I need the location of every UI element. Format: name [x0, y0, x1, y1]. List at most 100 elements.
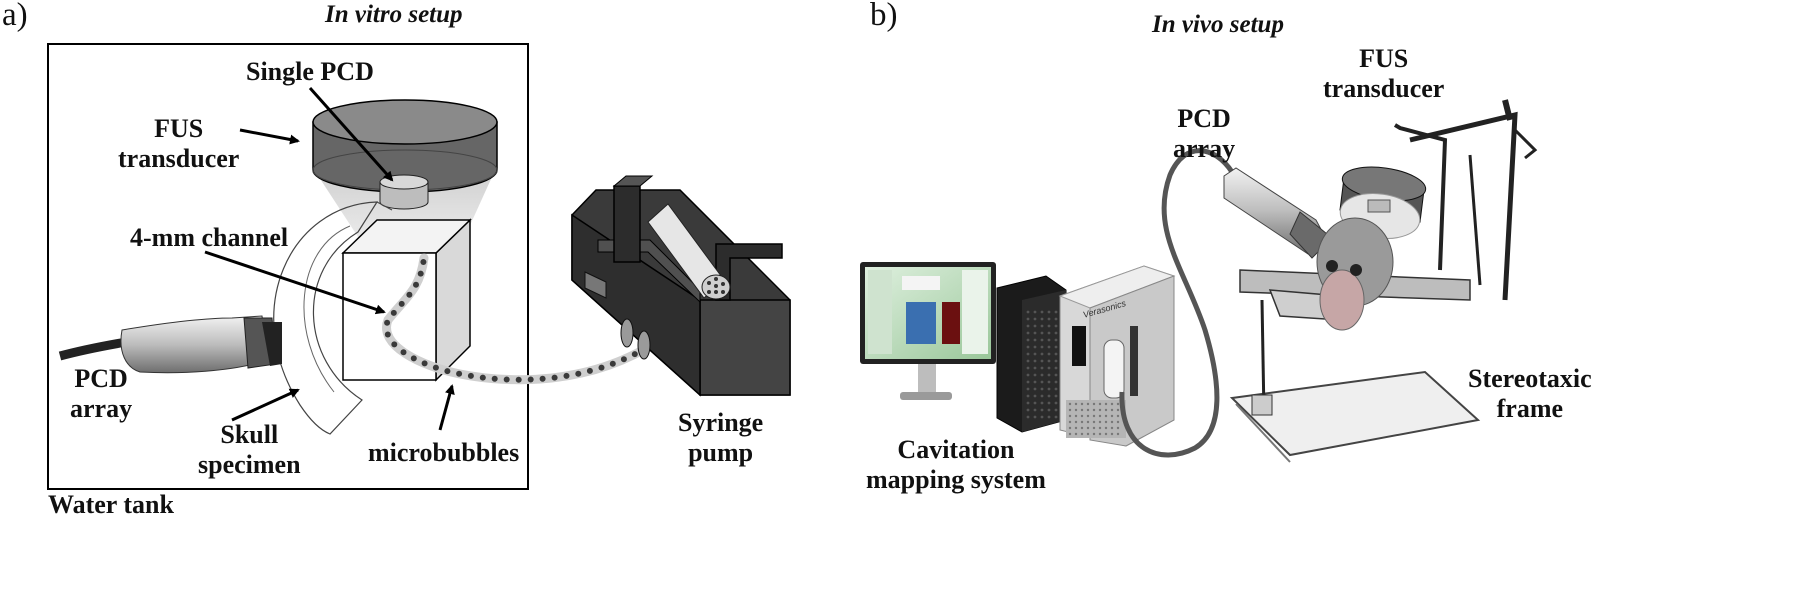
grille-hole	[1092, 420, 1096, 424]
panel-a-artwork	[47, 43, 791, 490]
label-line: transducer	[118, 144, 240, 173]
label-pcd-array-a: PCD array	[70, 364, 132, 424]
panel-a-letter: a)	[2, 0, 28, 33]
grille-hole	[1033, 415, 1037, 419]
panel-b-title: In vivo setup	[1152, 11, 1284, 38]
grille-hole	[1026, 408, 1030, 412]
water-tank-box	[47, 43, 529, 490]
microbubble	[390, 309, 397, 316]
grille-hole	[1080, 402, 1084, 406]
verasonics-scanner: Verasonics	[1058, 265, 1176, 447]
microbubble	[432, 364, 439, 371]
grille-hole	[1104, 408, 1108, 412]
subject-head	[1316, 217, 1394, 331]
grille-hole	[1026, 324, 1030, 328]
grille-hole	[1040, 387, 1044, 391]
grille-hole	[1092, 414, 1096, 418]
grille-hole	[1033, 366, 1037, 370]
grille-hole	[1047, 352, 1051, 356]
grille-hole	[1033, 408, 1037, 412]
grille-hole	[1054, 352, 1058, 356]
grille-hole	[1040, 373, 1044, 377]
grille-hole	[1040, 415, 1044, 419]
label-syringe-pump: Syringe pump	[678, 408, 763, 468]
panel-b-letter: b)	[870, 0, 898, 33]
grille-hole	[1033, 387, 1037, 391]
grille-hole	[1098, 408, 1102, 412]
microbubble	[598, 364, 605, 371]
grille-hole	[1080, 408, 1084, 412]
grille-hole	[1104, 432, 1108, 436]
grille-hole	[1026, 373, 1030, 377]
grille-hole	[1080, 432, 1084, 436]
grille-hole	[1033, 352, 1037, 356]
grille-hole	[1040, 401, 1044, 405]
grille-hole	[1116, 408, 1120, 412]
label-water-tank: Water tank	[48, 490, 174, 519]
microbubble	[444, 368, 451, 375]
label-line: Skull	[220, 420, 279, 449]
grille-hole	[1080, 426, 1084, 430]
grille-hole	[1047, 415, 1051, 419]
arrow-single-pcd	[308, 87, 394, 182]
grille-hole	[1047, 310, 1051, 314]
microbubble	[551, 374, 558, 381]
panel-a-title: In vitro setup	[325, 1, 463, 28]
microbubble	[400, 349, 407, 356]
grille-hole	[1033, 331, 1037, 335]
grille-hole	[1026, 387, 1030, 391]
microbubble	[391, 341, 398, 348]
grille-hole	[1040, 310, 1044, 314]
grille-hole	[1098, 426, 1102, 430]
grille-hole	[1086, 414, 1090, 418]
grille-hole	[1068, 408, 1072, 412]
label-line: FUS	[154, 114, 204, 143]
syringe-pump	[571, 175, 791, 397]
grille-hole	[1040, 366, 1044, 370]
grille-hole	[1026, 401, 1030, 405]
grille-hole	[1026, 317, 1030, 321]
skull-specimen	[273, 201, 393, 435]
grille-hole	[1026, 380, 1030, 384]
label-line: frame	[1496, 394, 1564, 423]
grille-hole	[1047, 366, 1051, 370]
label-line: pump	[688, 438, 754, 467]
label-line: specimen	[198, 450, 301, 479]
microbubble	[420, 259, 427, 265]
grille-hole	[1047, 331, 1051, 335]
arrow-channel	[204, 250, 386, 315]
grille-hole	[1086, 432, 1090, 436]
grille-hole	[1116, 414, 1120, 418]
grille-hole	[1033, 380, 1037, 384]
grille-hole	[1098, 402, 1102, 406]
microbubble	[417, 270, 424, 277]
grille-hole	[1054, 380, 1058, 384]
microbubble	[515, 376, 522, 383]
grille-hole	[1110, 408, 1114, 412]
grille-hole	[1047, 401, 1051, 405]
grille-hole	[1086, 408, 1090, 412]
grille-hole	[1068, 426, 1072, 430]
microbubble	[413, 281, 419, 288]
grille-hole	[1047, 380, 1051, 384]
grille-hole	[1074, 420, 1078, 424]
grille-hole	[1026, 331, 1030, 335]
grille-hole	[1047, 345, 1051, 349]
label-cavitation-mapping: Cavitation mapping system	[866, 435, 1046, 495]
label-channel: 4-mm channel	[130, 223, 289, 252]
grille-hole	[1026, 338, 1030, 342]
fus-transducer-b	[1339, 166, 1427, 239]
grille-hole	[1047, 387, 1051, 391]
grille-hole	[1104, 420, 1108, 424]
microbubble	[620, 356, 627, 363]
grille-hole	[1026, 359, 1030, 363]
grille-hole	[1033, 310, 1037, 314]
grille-hole	[1033, 338, 1037, 342]
pcd-array-probe-b	[1223, 167, 1333, 259]
microbubble	[467, 372, 474, 379]
microbubble	[575, 370, 582, 377]
label-single-pcd: Single PCD	[246, 57, 374, 86]
fus-transducer-a	[312, 99, 498, 210]
grille-hole	[1040, 380, 1044, 384]
grille-hole	[1074, 402, 1078, 406]
